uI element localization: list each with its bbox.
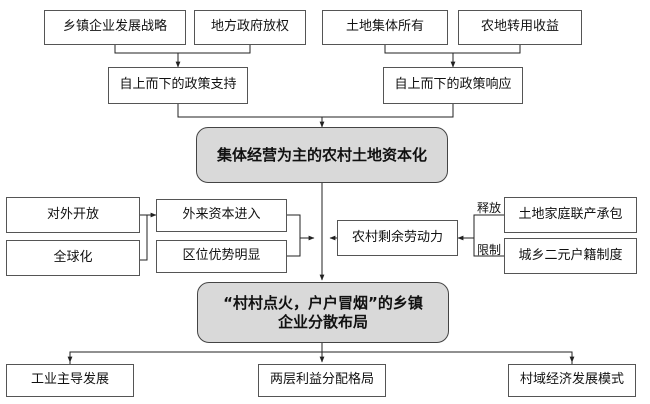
edge-globalization-to-capital bbox=[140, 215, 148, 261]
edge-location-to-junction bbox=[287, 238, 301, 257]
node-township-strategy: 乡镇企业发展战略 bbox=[44, 10, 186, 45]
node-location-advantage: 区位优势明显 bbox=[156, 240, 287, 273]
edge-capital-to-junction bbox=[287, 214, 315, 241]
node-household-contract: 土地家庭联产承包 bbox=[504, 197, 637, 233]
edge-support-to-core bbox=[177, 104, 325, 128]
node-opening-up: 对外开放 bbox=[6, 197, 140, 233]
edge-delegation-to-support bbox=[178, 45, 251, 54]
node-two-tier-benefit: 两层利益分配格局 bbox=[258, 364, 386, 397]
node-local-gov-delegation: 地方政府放权 bbox=[194, 10, 306, 45]
edge-hukou-to-labor bbox=[473, 238, 504, 257]
node-policy-support: 自上而下的政策支持 bbox=[108, 67, 248, 104]
node-hukou: 城乡二元户籍制度 bbox=[504, 238, 637, 274]
node-policy-response: 自上而下的政策响应 bbox=[383, 67, 523, 104]
node-foreign-capital: 外来资本进入 bbox=[156, 199, 287, 232]
node-industry-led: 工业主导发展 bbox=[6, 364, 134, 397]
node-land-collective: 土地集体所有 bbox=[322, 10, 448, 45]
edge-income-to-response bbox=[453, 45, 521, 54]
edge-response-to-core bbox=[322, 104, 454, 118]
edge-label-release: 释放 bbox=[477, 201, 502, 215]
node-capitalization: 集体经营为主的农村土地资本化 bbox=[196, 127, 448, 183]
node-globalization: 全球化 bbox=[6, 240, 140, 276]
edge-distribution-bar bbox=[69, 351, 573, 364]
edge-label-restrict: 限制 bbox=[477, 243, 502, 257]
node-village-economy: 村域经济发展模式 bbox=[508, 364, 636, 397]
node-farmland-income: 农地转用收益 bbox=[458, 10, 582, 45]
node-surplus-labor: 农村剩余劳动力 bbox=[337, 220, 458, 256]
edge-contract-to-labor bbox=[457, 214, 504, 241]
edge-collective-to-response bbox=[384, 45, 456, 68]
node-dispersed-layout: “村村点火，户户冒烟”的乡镇 企业分散布局 bbox=[197, 282, 449, 343]
edge-strategy-to-support bbox=[114, 45, 181, 68]
